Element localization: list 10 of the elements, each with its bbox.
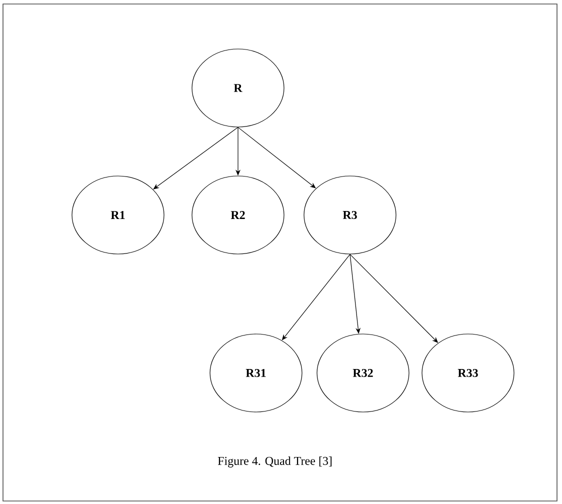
tree-node: R32 [316, 334, 410, 412]
figure-caption: Figure 4. Quad Tree [3] [218, 456, 332, 468]
tree-node: R3 [304, 176, 396, 254]
arrow [238, 127, 316, 188]
tree-node: R1 [72, 176, 164, 254]
tree-node: R [192, 48, 284, 128]
tree-node: R33 [422, 334, 514, 412]
tree-node: R31 [210, 334, 302, 412]
arrow [153, 127, 238, 190]
tree-node: R2 [192, 176, 284, 254]
